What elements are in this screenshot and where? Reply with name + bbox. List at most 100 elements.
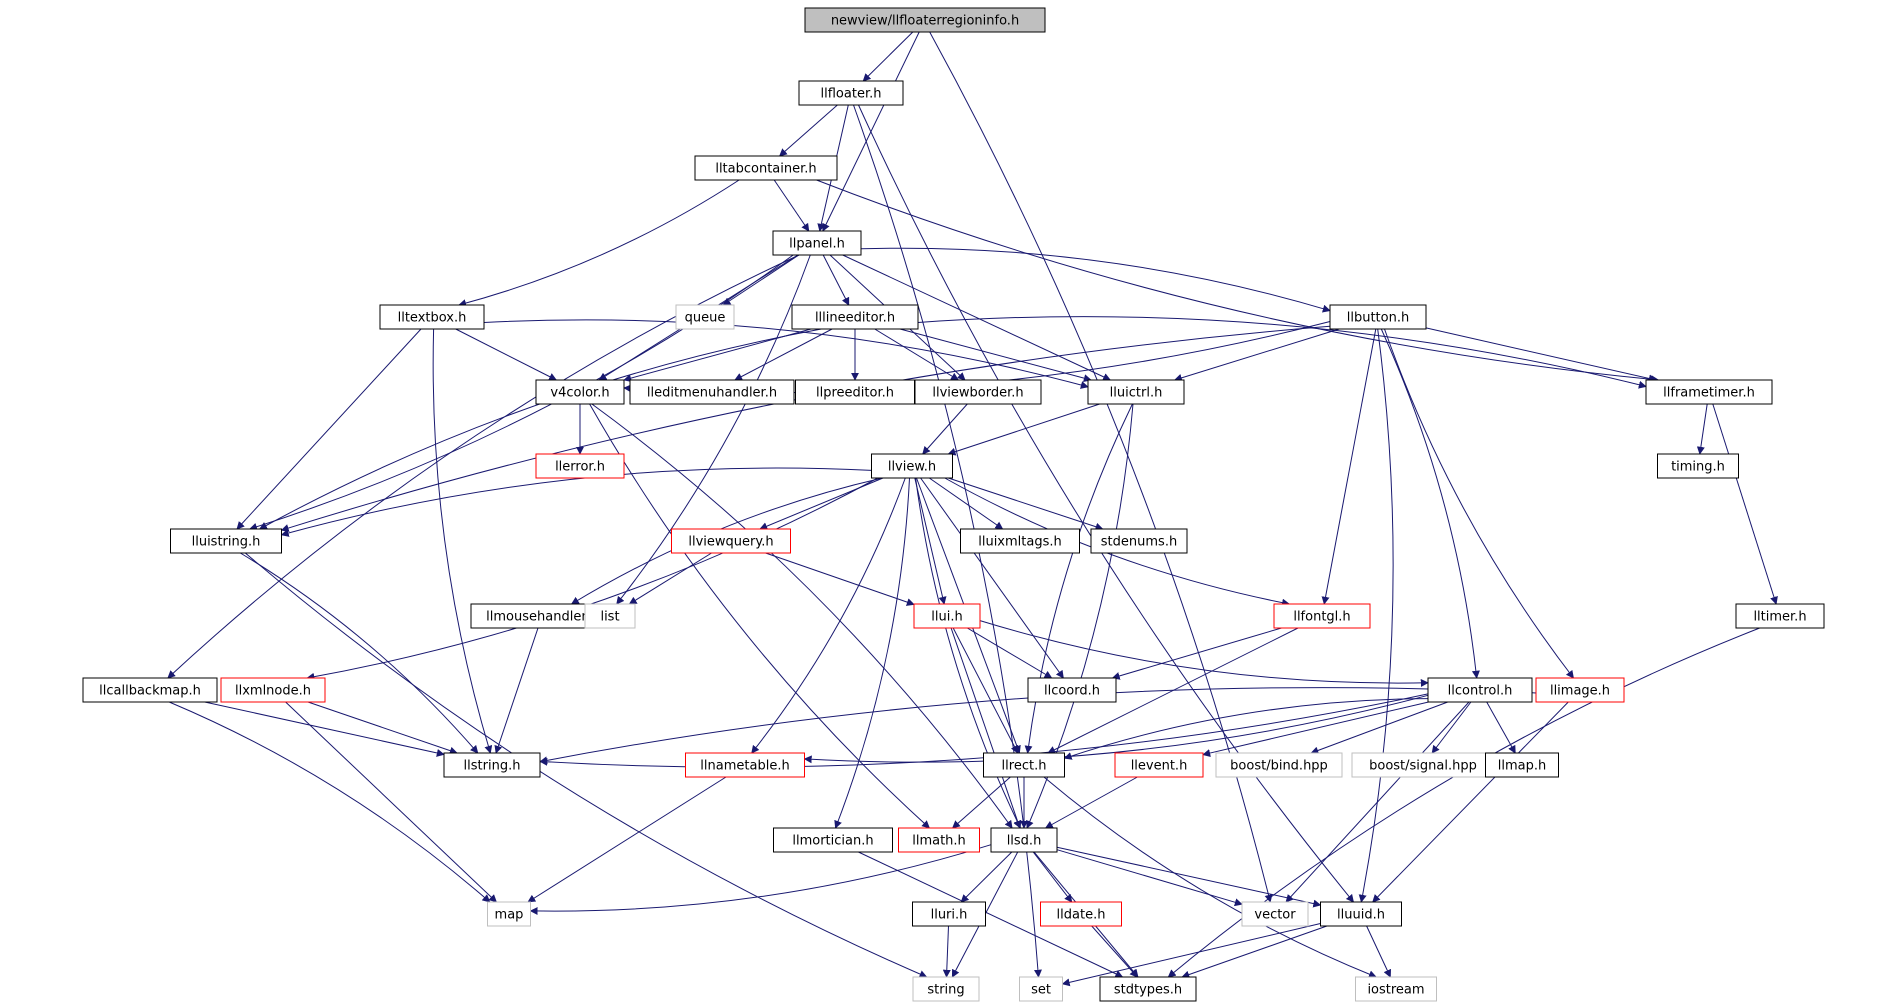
edge-llfontgl-to-llcoord <box>1111 627 1282 680</box>
node-llmap[interactable]: llmap.h <box>1485 752 1559 778</box>
node-box-llbutton <box>1329 304 1427 330</box>
node-label-llframetimer: llframetimer.h <box>1663 386 1755 401</box>
node-label-llmousehandler: llmousehandler.h <box>486 610 598 625</box>
node-lluictrl[interactable]: lluictrl.h <box>1087 379 1185 405</box>
node-llstring[interactable]: llstring.h <box>443 752 541 778</box>
node-lleditmenuhandler[interactable]: lleditmenuhandler.h <box>629 379 795 405</box>
edge-llpanel-to-queue <box>722 254 800 306</box>
node-label-vector: vector <box>1254 908 1296 923</box>
node-llnametable[interactable]: llnametable.h <box>685 752 805 778</box>
node-llpreeditor[interactable]: llpreeditor.h <box>795 379 915 405</box>
node-lluuid[interactable]: lluuid.h <box>1320 901 1402 927</box>
node-label-timing: timing.h <box>1671 460 1725 475</box>
node-label-llpreeditor: llpreeditor.h <box>816 386 894 401</box>
node-label-lluictrl: lluictrl.h <box>1110 386 1163 401</box>
edge-llcontrol-to-boostbind <box>1310 701 1448 755</box>
node-lluistring[interactable]: lluistring.h <box>170 528 282 554</box>
node-label-llfontgl: llfontgl.h <box>1293 610 1350 625</box>
node-lllineeditor[interactable]: lllineeditor.h <box>791 304 919 330</box>
edge-llsd-to-lldate <box>1032 851 1073 903</box>
edge-llevent-to-llsd <box>1044 776 1138 829</box>
node-llbutton[interactable]: llbutton.h <box>1329 304 1427 330</box>
node-label-lldate: lldate.h <box>1057 908 1106 923</box>
node-label-root: newview/llfloaterregioninfo.h <box>831 14 1019 29</box>
node-lltabcontainer[interactable]: lltabcontainer.h <box>694 155 838 181</box>
edge-lltabcontainer-to-llframetimer <box>816 179 1660 384</box>
node-box-lleditmenuhandler <box>629 379 795 405</box>
node-box-lldate <box>1040 901 1122 927</box>
edge-llsd-to-map <box>529 844 992 916</box>
node-label-stdenums: stdenums.h <box>1101 535 1177 550</box>
node-llmortician[interactable]: llmortician.h <box>773 827 893 853</box>
node-llfontgl[interactable]: llfontgl.h <box>1273 603 1371 629</box>
node-llframetimer[interactable]: llframetimer.h <box>1645 379 1773 405</box>
node-lluixmltags[interactable]: lluixmltags.h <box>960 528 1080 554</box>
node-llcontrol[interactable]: llcontrol.h <box>1427 677 1533 703</box>
edge-llview-to-llui <box>914 477 947 605</box>
edge-llbutton-to-lluistring <box>280 325 1331 532</box>
node-llevent[interactable]: llevent.h <box>1114 752 1204 778</box>
node-stdtypes[interactable]: stdtypes.h <box>1099 976 1197 1002</box>
node-llfloater[interactable]: llfloater.h <box>798 80 904 106</box>
edge-v4color-to-llsd <box>591 403 1013 829</box>
node-llrect[interactable]: llrect.h <box>983 752 1065 778</box>
node-lltextbox[interactable]: lltextbox.h <box>379 304 485 330</box>
node-lluri[interactable]: lluri.h <box>912 901 986 927</box>
edge-llview-to-llfontgl <box>944 477 1290 607</box>
node-box-llview <box>871 453 953 479</box>
node-label-lllineeditor: lllineeditor.h <box>815 311 895 326</box>
node-box-lltimer <box>1735 603 1825 629</box>
node-label-lluistring: lluistring.h <box>192 535 261 550</box>
node-box-llfloater <box>798 80 904 106</box>
node-llui[interactable]: llui.h <box>913 603 981 629</box>
edge-llframetimer-to-lltimer <box>1712 403 1778 605</box>
node-label-llevent: llevent.h <box>1131 759 1188 774</box>
edge-llfloater-to-lltabcontainer <box>779 104 838 157</box>
node-label-llview: llview.h <box>888 460 936 475</box>
node-label-llmath: llmath.h <box>912 834 966 849</box>
node-llviewquery[interactable]: llviewquery.h <box>671 528 791 554</box>
node-llcoord[interactable]: llcoord.h <box>1027 677 1117 703</box>
edge-llviewquery-to-list <box>628 552 712 605</box>
node-llcallbackmap[interactable]: llcallbackmap.h <box>82 677 218 703</box>
node-box-llsd <box>990 827 1058 853</box>
node-box-llpanel <box>772 230 862 256</box>
node-lldate[interactable]: lldate.h <box>1040 901 1122 927</box>
edge-llview-to-llsd <box>915 477 1021 829</box>
node-label-llstring: llstring.h <box>464 759 521 774</box>
node-llimage[interactable]: llimage.h <box>1535 677 1625 703</box>
node-box-stdtypes <box>1099 976 1197 1002</box>
node-root[interactable]: newview/llfloaterregioninfo.h <box>804 7 1046 33</box>
node-timing[interactable]: timing.h <box>1657 453 1739 479</box>
node-llview[interactable]: llview.h <box>871 453 953 479</box>
node-stdenums[interactable]: stdenums.h <box>1090 528 1188 554</box>
node-llxmlnode[interactable]: llxmlnode.h <box>220 677 326 703</box>
node-llerror[interactable]: llerror.h <box>535 453 625 479</box>
node-box-llfontgl <box>1273 603 1371 629</box>
edge-lltextbox-to-lluistring <box>236 328 422 530</box>
node-box-llpreeditor <box>795 379 915 405</box>
node-box-llerror <box>535 453 625 479</box>
node-label-lltabcontainer: lltabcontainer.h <box>715 162 816 177</box>
node-box-timing <box>1657 453 1739 479</box>
node-label-llviewborder: llviewborder.h <box>932 386 1023 401</box>
node-label-stdtypes: stdtypes.h <box>1114 983 1182 998</box>
edge-llui-to-llcontrol <box>979 620 1429 687</box>
node-llsd[interactable]: llsd.h <box>990 827 1058 853</box>
node-box-llmath <box>898 827 980 853</box>
node-llmath[interactable]: llmath.h <box>898 827 980 853</box>
node-llviewborder[interactable]: llviewborder.h <box>914 379 1042 405</box>
node-label-lltimer: lltimer.h <box>1753 610 1806 625</box>
edge-llpanel-to-lluistring <box>249 254 794 531</box>
edge-llbutton-to-llfontgl <box>1321 328 1377 605</box>
edge-llui-to-llsd <box>950 627 1022 829</box>
node-box-lltabcontainer <box>694 155 838 181</box>
node-llpanel[interactable]: llpanel.h <box>772 230 862 256</box>
node-box-llviewborder <box>914 379 1042 405</box>
node-v4color[interactable]: v4color.h <box>535 379 625 405</box>
edge-llcontrol-to-boostsignal <box>1431 701 1472 754</box>
node-lltimer[interactable]: lltimer.h <box>1735 603 1825 629</box>
node-box-v4color <box>535 379 625 405</box>
edge-lluictrl-to-llrect <box>1024 403 1133 754</box>
